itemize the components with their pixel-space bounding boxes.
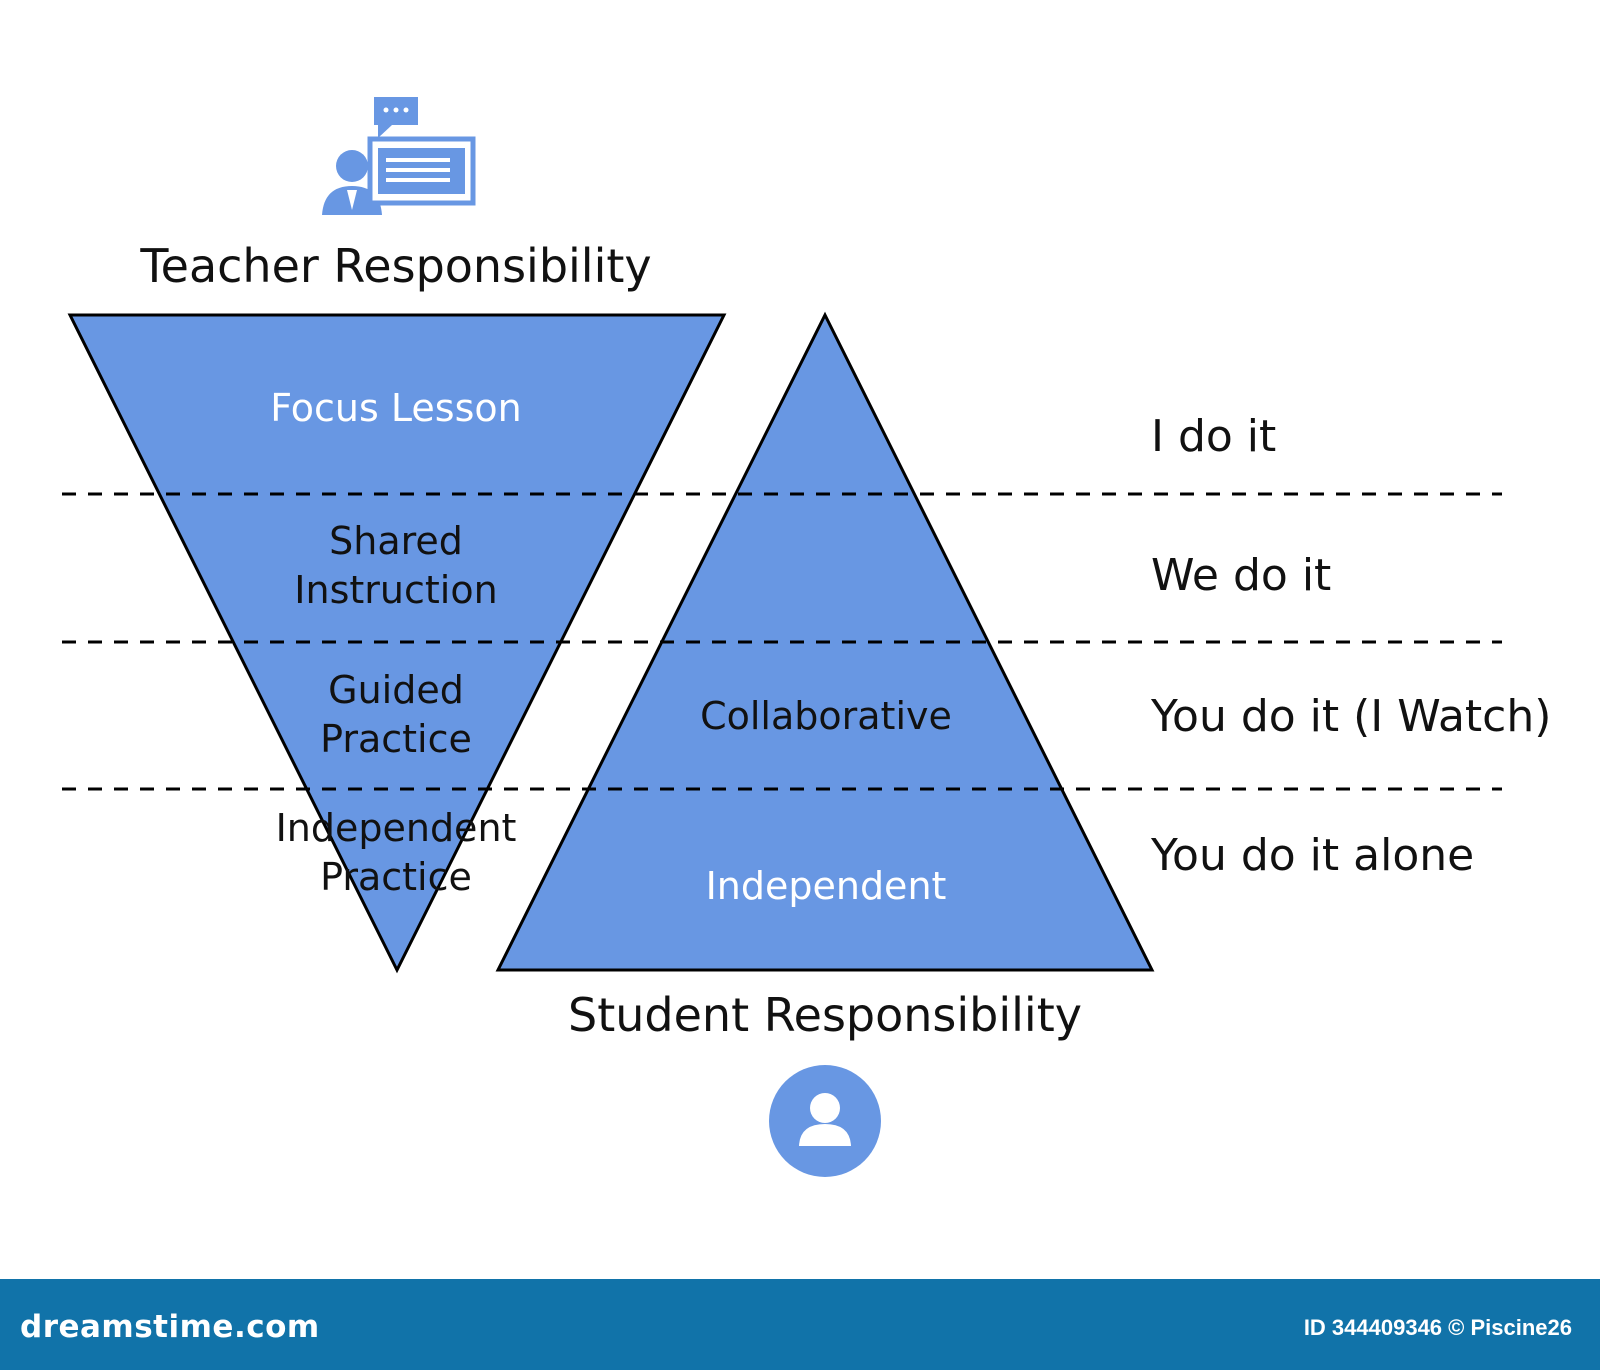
label-line: Practice: [320, 717, 472, 761]
student-level-collaborative: Collaborative: [700, 694, 952, 738]
label-line: Practice: [320, 855, 472, 899]
student-avatar-icon: [769, 1065, 881, 1177]
footer-logo[interactable]: dreamstime.com: [20, 1309, 320, 1345]
stage-label-we-do-it: We do it: [1151, 550, 1331, 601]
footer-bar: dreamstime.com ID 344409346 © Piscine26: [0, 1279, 1600, 1370]
footer-image-id: ID 344409346 © Piscine26: [1303, 1315, 1572, 1340]
stage-label-you-do-it-i-watch: You do it (I Watch): [1150, 691, 1551, 742]
label-line: Focus Lesson: [270, 386, 521, 430]
stage-label-you-do-it-alone: You do it alone: [1150, 830, 1474, 881]
student-level-independent: Independent: [706, 864, 947, 908]
label-line: Instruction: [294, 568, 497, 612]
label-line: Guided: [328, 668, 464, 712]
label-line: Shared: [329, 519, 463, 563]
student-title: Student Responsibility: [568, 988, 1082, 1042]
stage-label-i-do-it: I do it: [1151, 411, 1276, 462]
label-line: Independent: [276, 806, 517, 850]
teacher-level-focus-lesson: Focus Lesson: [270, 386, 521, 430]
teacher-presentation-icon: [322, 97, 476, 215]
teacher-title: Teacher Responsibility: [139, 239, 651, 293]
